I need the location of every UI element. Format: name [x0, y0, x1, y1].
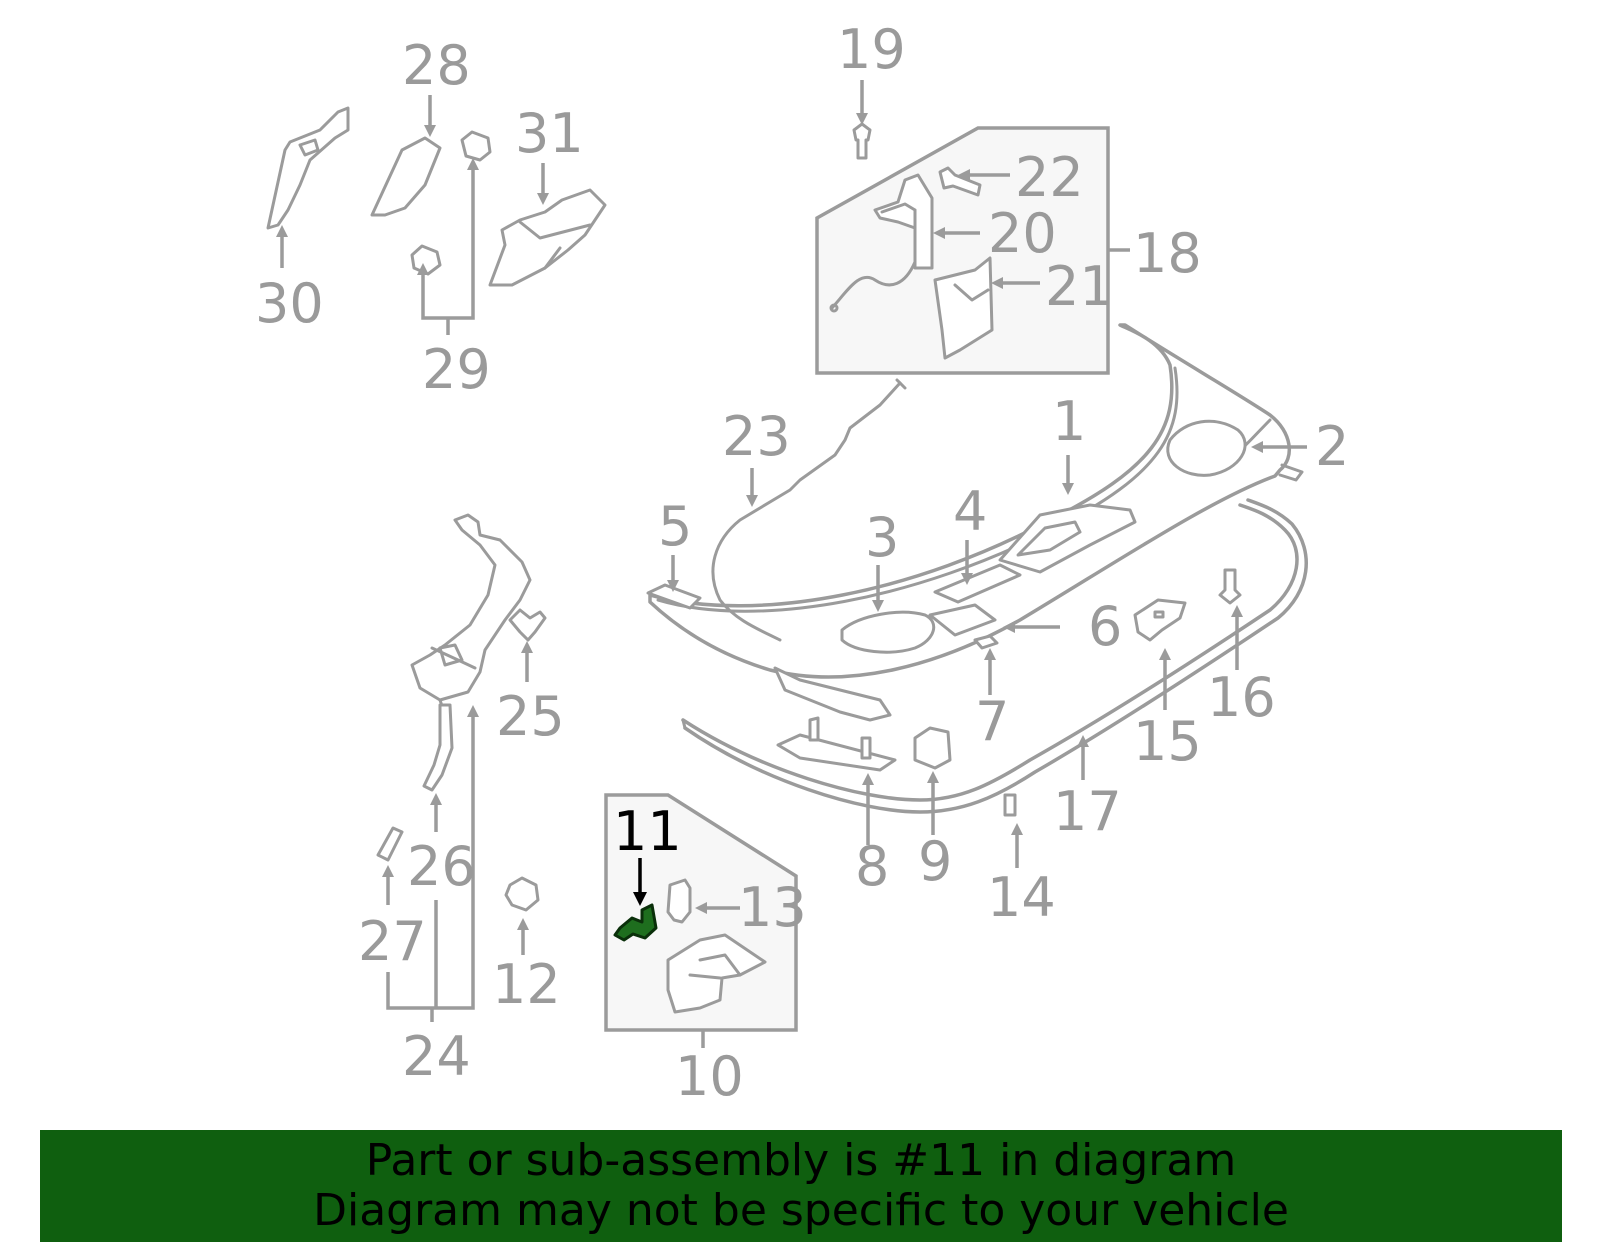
banner-line-disclaimer: Diagram may not be specific to your vehi…	[313, 1185, 1289, 1236]
callout-11: 11	[613, 800, 682, 863]
plug-14	[1003, 793, 1017, 817]
info-banner: Part or sub-assembly is #11 in diagram D…	[40, 1130, 1562, 1242]
callout-20: 20	[988, 202, 1057, 265]
callout-8: 8	[855, 835, 889, 898]
weatherstrip-17	[681, 498, 1308, 814]
trim-30	[266, 106, 350, 230]
callout-7: 7	[975, 690, 1009, 753]
callout-26: 26	[407, 835, 476, 898]
callout-24: 24	[402, 1025, 471, 1088]
callout-27: 27	[358, 910, 427, 973]
callout-17: 17	[1053, 780, 1122, 843]
pin-27	[376, 826, 404, 862]
latch-assembly-box	[815, 126, 1130, 375]
callout-25: 25	[496, 685, 565, 748]
callout-22: 22	[1015, 146, 1084, 209]
callout-28: 28	[402, 34, 471, 97]
callout-16: 16	[1207, 666, 1276, 729]
hinge-8	[776, 716, 897, 772]
callout-15: 15	[1133, 710, 1202, 773]
cap-12	[504, 876, 540, 912]
callout-23: 23	[722, 405, 791, 468]
bracket-15	[1133, 598, 1187, 642]
highlighted-part-11	[613, 903, 658, 942]
liftgate-panel	[646, 323, 1304, 722]
callout-6: 6	[1088, 595, 1122, 658]
caps-29	[410, 130, 492, 276]
callout-21: 21	[1045, 255, 1114, 318]
callout-3: 3	[865, 506, 899, 569]
bolt-19	[852, 80, 872, 160]
release-cable-23	[711, 378, 907, 642]
callout-1: 1	[1052, 390, 1086, 453]
callout-19: 19	[837, 18, 906, 81]
bumper-9	[913, 726, 952, 770]
callout-9: 9	[918, 830, 952, 893]
callout-labels: 1 2 3 4 5 6 7 8 9 10 11 12 13 14 15 16 1…	[255, 18, 1349, 1108]
callout-30: 30	[255, 272, 324, 335]
clip-25	[508, 608, 547, 642]
kit-box-10	[604, 793, 798, 1032]
callout-2: 2	[1315, 415, 1349, 478]
callout-13: 13	[738, 876, 807, 939]
callout-10: 10	[675, 1045, 744, 1108]
callout-29: 29	[422, 338, 491, 401]
trim-31	[488, 188, 607, 287]
callout-4: 4	[953, 480, 987, 543]
callout-14: 14	[987, 866, 1056, 929]
trim-28	[370, 136, 442, 217]
callout-31: 31	[515, 102, 584, 165]
parts-diagram: 1 2 3 4 5 6 7 8 9 10 11 12 13 14 15 16 1…	[255, 18, 1349, 1108]
leader-lines	[276, 95, 1307, 1048]
callout-12: 12	[492, 953, 561, 1016]
callout-18: 18	[1133, 222, 1202, 285]
clip-16	[1218, 568, 1242, 605]
callout-5: 5	[658, 495, 692, 558]
banner-line-part: Part or sub-assembly is #11 in diagram	[365, 1135, 1237, 1186]
strut-assembly-24	[410, 513, 532, 792]
